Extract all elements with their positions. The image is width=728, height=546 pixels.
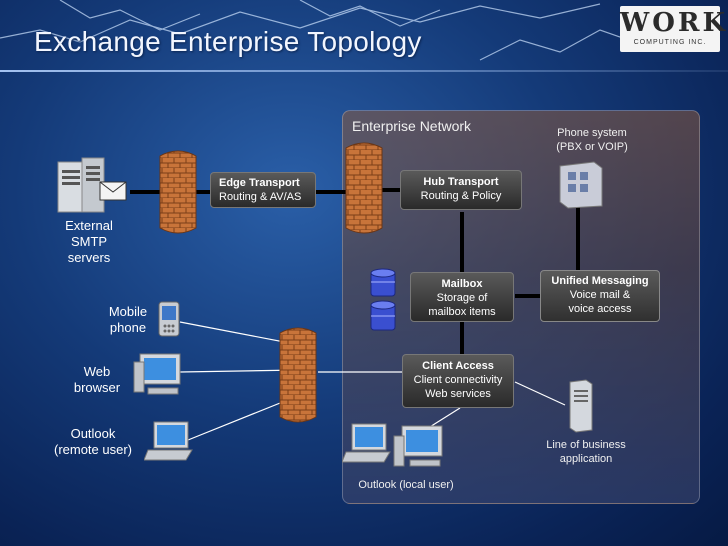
lightning-decoration	[0, 0, 641, 61]
firewall-icon	[159, 150, 197, 234]
unified-messaging-title: Unified Messaging	[551, 275, 649, 287]
client-access-box: Client Access Client connectivity Web se…	[402, 354, 514, 408]
server-icon	[569, 379, 593, 433]
mailbox-title: Mailbox	[441, 278, 483, 290]
mailbox-desc-2: mailbox items	[428, 306, 496, 318]
edge-transport-title: Edge Transport	[219, 177, 300, 189]
edge-transport-box: Edge Transport Routing & AV/AS	[210, 172, 316, 208]
client-access-desc-2: Web services	[425, 388, 491, 400]
unified-messaging-box: Unified Messaging Voice mail & voice acc…	[540, 270, 660, 322]
company-logo: WORKS COMPUTING INC.	[620, 6, 728, 52]
unified-messaging-desc-1: Voice mail &	[569, 289, 631, 301]
enterprise-network-label: Enterprise Network	[352, 118, 472, 134]
logo-text: WORKS	[620, 8, 728, 38]
firewall-icon	[345, 142, 383, 234]
desktop-computer-icon	[133, 353, 181, 395]
edge-transport-desc: Routing & AV/AS	[219, 191, 302, 203]
desktop-computer-icon	[393, 425, 443, 467]
hub-transport-box: Hub Transport Routing & Policy	[400, 170, 522, 210]
outlook-remote-label: Outlook (remote user)	[53, 426, 133, 457]
logo-subtext: COMPUTING INC.	[633, 39, 707, 46]
web-browser-label: Web browser	[73, 364, 121, 395]
laptop-icon	[342, 423, 391, 463]
page-title: Exchange Enterprise Topology	[34, 26, 422, 57]
mobile-phone-icon	[158, 301, 180, 337]
hub-transport-desc: Routing & Policy	[420, 190, 502, 202]
phone-system-label: Phone system (PBX or VOIP)	[556, 127, 628, 153]
hub-transport-title: Hub Transport	[423, 176, 499, 188]
lob-application-label: Line of business application	[546, 439, 626, 465]
pbx-icon	[559, 161, 603, 209]
connector-cas-lob	[514, 381, 566, 406]
unified-messaging-desc-2: voice access	[568, 303, 632, 315]
outlook-local-label: Outlook (local user)	[358, 479, 454, 491]
mobile-phone-label: Mobile phone	[108, 304, 148, 335]
firewall-icon	[279, 327, 317, 423]
smtp-servers-label: External SMTP servers	[65, 218, 113, 265]
smtp-server-icon	[57, 157, 127, 213]
client-access-title: Client Access	[422, 360, 494, 372]
mailbox-box: Mailbox Storage of mailbox items	[410, 272, 514, 322]
laptop-icon	[144, 421, 193, 461]
client-access-desc-1: Client connectivity	[413, 374, 503, 386]
database-icon	[370, 268, 396, 331]
mailbox-desc-1: Storage of	[436, 292, 488, 304]
title-underline	[0, 70, 728, 72]
